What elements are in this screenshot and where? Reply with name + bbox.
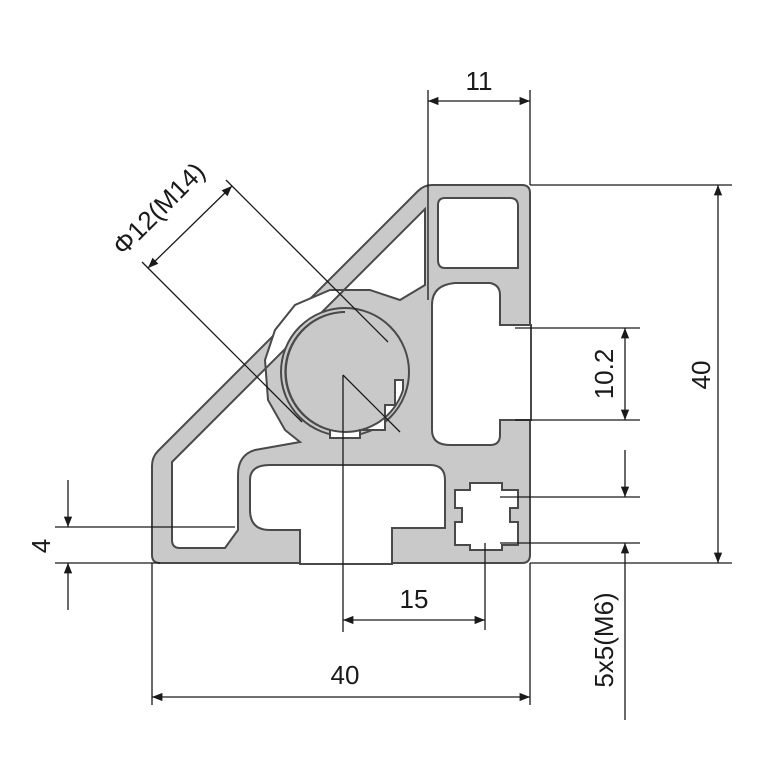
dimension-4: 4 [26, 480, 235, 610]
bore-ring [280, 307, 410, 437]
upper-right-cavity [437, 197, 519, 269]
center-square-slot [454, 482, 519, 551]
bore-hole [284, 311, 404, 439]
dimension-label-11: 11 [466, 66, 493, 96]
dimension-label-slot-opening: 10.2 [589, 349, 619, 400]
dimension-width-40: 40 [151, 563, 531, 705]
bottom-t-slot [249, 464, 446, 565]
dimension-label-center-hole: 5x5(M6) [589, 592, 619, 687]
profile-cross-section [151, 184, 532, 565]
dimension-10-2: 10.2 [515, 327, 640, 421]
dimension-label-bore: Φ12(M14) [106, 156, 210, 260]
dimension-5x5: 5x5(M6) [484, 450, 640, 720]
dimension-height-40: 40 [530, 184, 732, 564]
dimension-label-height: 40 [686, 361, 716, 390]
dimension-label-width: 40 [331, 660, 360, 690]
right-t-slot [431, 282, 532, 446]
dimension-11: 11 [427, 66, 531, 300]
dimension-15: 15 [342, 374, 485, 632]
diagonal-cavity [171, 206, 426, 549]
dimension-label-wall: 4 [26, 539, 56, 553]
dimension-label-offset: 15 [400, 584, 429, 614]
